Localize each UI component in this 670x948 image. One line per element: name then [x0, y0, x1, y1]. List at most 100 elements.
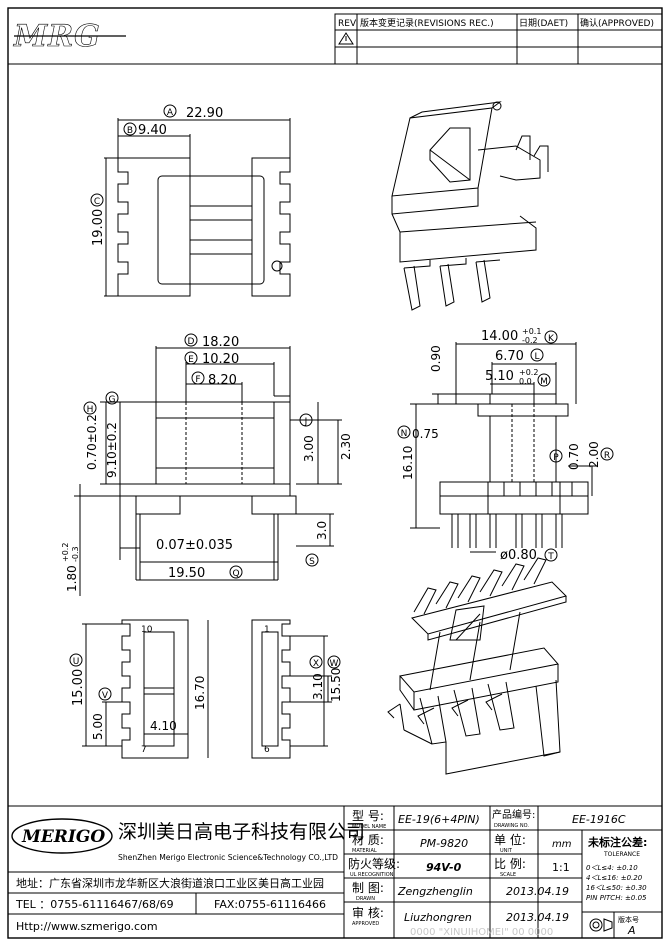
tolerance-row: 16＜L≤50: ±0.30: [586, 884, 647, 892]
marker-a: [163, 104, 177, 118]
rev-approved-header: 确认(APPROVED): [580, 17, 654, 29]
dim-p410: 4.10: [150, 719, 177, 733]
dim-r: 19.50: [168, 566, 205, 581]
pin-label-6: 6: [264, 745, 270, 755]
merigo-logo-mark: [11, 818, 113, 854]
svg-text:A: A: [167, 108, 174, 118]
svg-text:SCALE: SCALE: [500, 872, 516, 878]
svg-text:L: L: [534, 352, 539, 362]
dim-u: 15.00: [71, 669, 86, 706]
material-label: 材 质:: [352, 833, 384, 847]
version-value: A: [627, 924, 636, 937]
dim-p180-tol-dn: -0.3: [71, 546, 80, 562]
svg-text:X: X: [313, 659, 319, 669]
unit-value: mm: [552, 839, 572, 850]
svg-text:B: B: [127, 126, 133, 136]
svg-text:APPROVED: APPROVED: [352, 921, 379, 927]
dim-m-tol-up: +0.2: [519, 368, 538, 377]
svg-text:UNIT: UNIT: [500, 848, 513, 854]
svg-text:MATERIAL: MATERIAL: [352, 848, 377, 854]
dim-k-tol-up: +0.1: [522, 327, 541, 336]
tolerance-title: 未标注公差:: [587, 835, 647, 849]
scale-label: 比 例:: [494, 857, 526, 871]
dim-m-tol-dn: 0.0: [519, 377, 532, 386]
svg-text:W: W: [330, 659, 339, 669]
svg-text:F: F: [195, 375, 200, 385]
svg-text:Q: Q: [232, 569, 239, 579]
pin-label-7: 7: [141, 745, 147, 755]
svg-text:M: M: [540, 377, 548, 387]
projection-symbol-icon: [589, 918, 613, 932]
dim-w: 15.50: [329, 668, 343, 702]
dim-h2: 9.10±0.2: [105, 422, 119, 478]
rev-date-header: 日期(DAET): [519, 18, 568, 29]
svg-text:G: G: [109, 395, 116, 405]
marker-l: [530, 348, 544, 362]
side-view: [410, 342, 596, 553]
marker-q: [600, 447, 614, 461]
company-website: Http://www.szmerigo.com: [16, 920, 158, 933]
isometric-view-top: [391, 101, 549, 311]
svg-text:J: J: [304, 417, 308, 427]
marker-n: [397, 425, 411, 439]
marker-u: [69, 653, 83, 667]
svg-text:MODEL NAME: MODEL NAME: [352, 824, 386, 830]
svg-text:E: E: [188, 355, 194, 365]
svg-text:DRAWN: DRAWN: [356, 896, 375, 902]
marker-s: [305, 553, 319, 567]
dim-n: 0.75: [412, 427, 439, 441]
model-value: EE-19(6+4PIN): [398, 813, 480, 826]
svg-text:T: T: [547, 552, 554, 562]
dim-h: 0.70±0.2: [85, 414, 99, 470]
dim-v: 5.00: [91, 713, 105, 740]
top-view: [104, 118, 291, 297]
svg-text:N: N: [401, 429, 408, 439]
drawn-date: 2013.04.19: [506, 885, 569, 898]
marker-w: [327, 655, 341, 669]
svg-text:H: H: [87, 405, 94, 415]
watermark: 0000 "XINUIHOMEI" 00 0000: [410, 927, 553, 938]
dim-p07: 0.07±0.035: [156, 538, 233, 553]
version-label: 版本号: [618, 915, 639, 924]
dim-j: 3.00: [302, 435, 316, 462]
dim-j2: 2.30: [339, 433, 353, 460]
marker-j: [299, 413, 313, 427]
svg-text:V: V: [102, 691, 109, 701]
drawing-no-label: 产品编号:: [492, 808, 535, 821]
dim-d: 18.20: [202, 335, 239, 350]
company-address: 地址：广东省深圳市龙华新区大浪街道浪口工业区美日高工业园: [16, 876, 324, 890]
dim-x: 3.10: [311, 673, 325, 700]
dim-l: 6.70: [495, 349, 524, 364]
marker-e: [184, 351, 198, 365]
company-tel: TEL ：0755-61116467/68/69: [15, 898, 174, 911]
tolerance-row: 4＜L≤16: ±0.20: [586, 874, 643, 882]
dim-m: 5.10: [485, 369, 514, 384]
front-view: [74, 346, 342, 596]
dim-p1670: 16.70: [193, 676, 207, 710]
unit-label: 单 位:: [494, 832, 526, 847]
scale-value: 1:1: [552, 861, 570, 874]
dim-f: 8.20: [208, 373, 237, 388]
drawn-label: 制 图:: [352, 881, 384, 895]
company-fax: FAX:0755-61116466: [214, 898, 326, 911]
dim-t: ø0.80: [500, 548, 537, 563]
svg-text:K: K: [548, 334, 555, 344]
merigo-logo: MERIGO: [21, 827, 105, 847]
marker-x: [309, 655, 323, 669]
isometric-view-bottom: [387, 557, 567, 775]
drawn-by: Zengzhenglin: [397, 885, 473, 898]
dim-e: 10.20: [202, 352, 239, 367]
sheet-border: [7, 7, 663, 939]
pin-label-10: 10: [141, 625, 153, 635]
rev-record-header: 版本变更记录(REVISIONS REC.): [360, 17, 494, 29]
ul-label: 防火等级:: [348, 856, 400, 871]
approved-date: 2013.04.19: [506, 911, 569, 924]
marker-d: [184, 333, 198, 347]
svg-text:R: R: [604, 451, 610, 461]
marker-h: [83, 401, 97, 415]
dim-p180-tol-up: +0.2: [61, 543, 70, 562]
svg-text:D: D: [188, 337, 195, 347]
dim-k-tol-dn: -0.2: [522, 336, 538, 345]
marker-g: [105, 391, 119, 405]
